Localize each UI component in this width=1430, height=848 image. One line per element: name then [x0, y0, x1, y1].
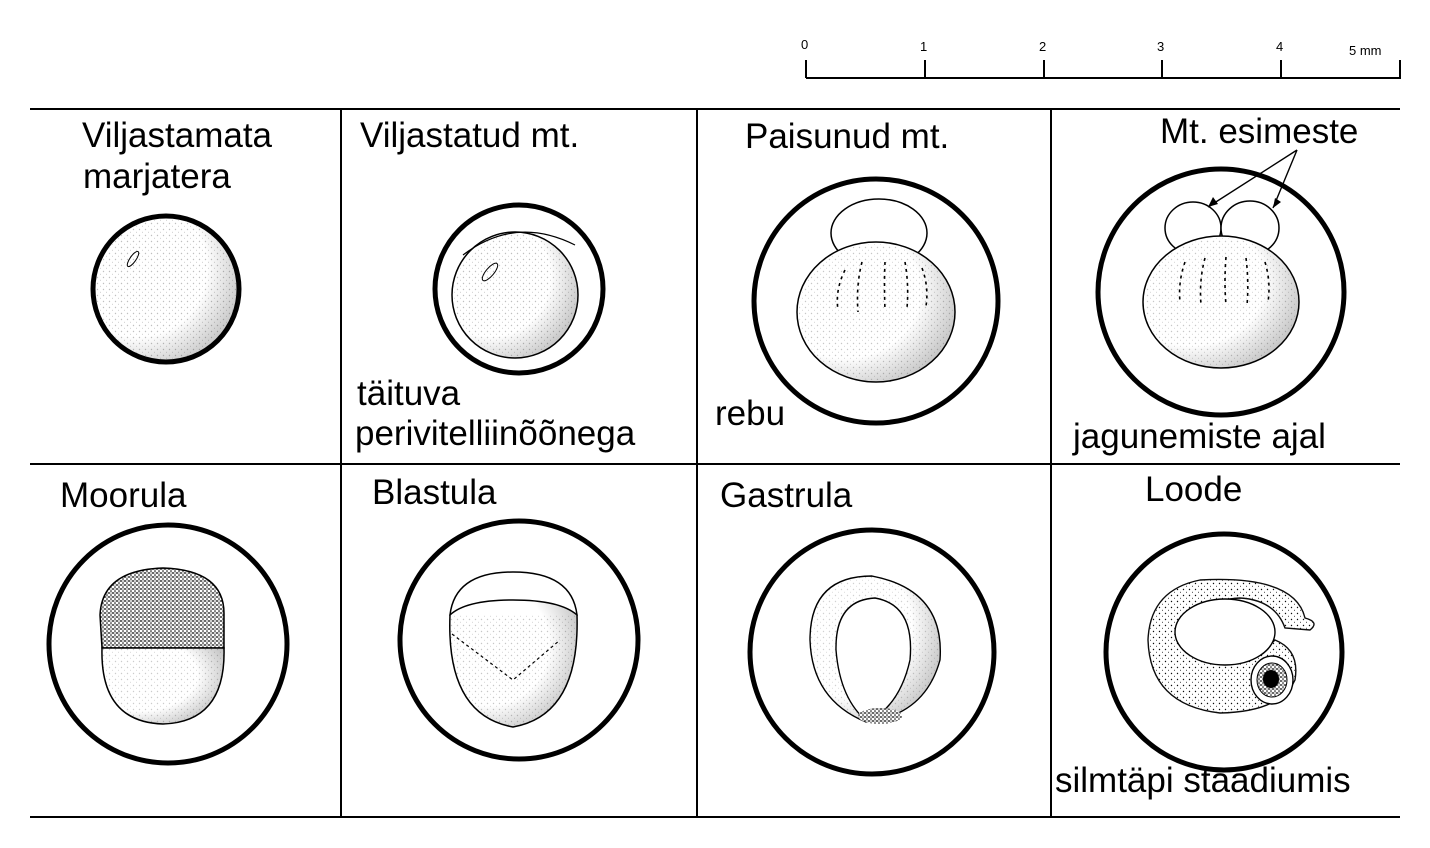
scale-label-4: 4 — [1276, 40, 1283, 54]
cell-7-title: Gastrula — [720, 477, 852, 515]
scale-label-0: 0 — [801, 38, 808, 52]
cell-5-title: Moorula — [60, 477, 186, 515]
cell-1-title-line-1: Viljastamata — [82, 117, 272, 155]
egg-swollen — [754, 179, 998, 423]
egg-blastula — [400, 521, 638, 759]
scale-label-1: 1 — [920, 40, 927, 54]
scale-label-2: 2 — [1039, 40, 1046, 54]
egg-morula — [49, 525, 287, 763]
cell-2-title: Viljastatud mt. — [360, 117, 579, 155]
scale-bar — [806, 60, 1401, 78]
cell-2-note-line-2: perivitelliinõõnega — [355, 415, 635, 453]
cell-4-title: Mt. esimeste — [1160, 113, 1358, 151]
egg-gastrula — [750, 530, 994, 774]
cell-1-title-line-2: marjatera — [83, 158, 231, 196]
cell-3-note: rebu — [715, 395, 785, 433]
cell-8-title: Loode — [1145, 471, 1242, 509]
egg-embryo — [1106, 534, 1342, 770]
egg-unfertilized — [93, 216, 239, 362]
cell-2-note-line-1: täituva — [357, 375, 460, 413]
cell-3-title: Paisunud mt. — [745, 118, 949, 156]
egg-cleavage — [1098, 150, 1344, 415]
cell-6-title: Blastula — [372, 474, 497, 512]
cell-4-note: jagunemiste ajal — [1073, 418, 1326, 456]
scale-label-5mm: 5 mm — [1349, 44, 1382, 58]
cell-8-note: silmtäpi staadiumis — [1055, 762, 1351, 800]
egg-fertilized — [435, 205, 603, 373]
scale-label-3: 3 — [1157, 40, 1164, 54]
